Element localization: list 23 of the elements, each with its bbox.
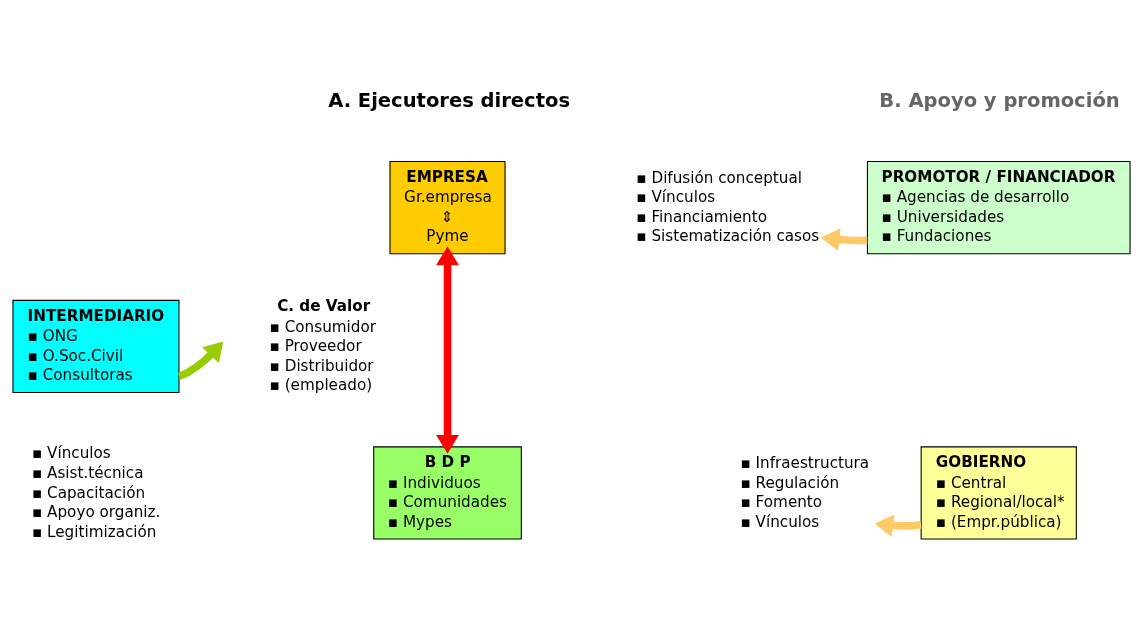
label: ▪ Proveedor [269,336,362,355]
node-box: PROMOTOR / FINANCIADOR ▪ Agencias de desarrollo ▪ Universidades ▪ Fundaciones [866,160,1131,254]
node-label: ▪ Capacitación [31,483,146,502]
label: ▪ (empleado) [269,375,373,394]
label: B. Apoyo y promoción [879,88,1120,112]
arrow [874,513,922,537]
node-box: GOBIERNO ▪ Central ▪ Regional/local* ▪ (Empr.pública) [920,445,1077,540]
arrow [177,341,224,380]
label: ▪ Distribuidor [269,356,374,375]
arrow [820,227,868,251]
label: C. de Valor [277,296,371,315]
node-label: ▪ Apoyo organiz. [31,502,161,521]
node-text: ▪ Infraestructura ▪ Regulación ▪ Fomento ▪ Vínculos [740,453,870,531]
arrow [436,246,459,454]
node-text: ▪ Difusión conceptual ▪ Vínculos ▪ Financiamiento ▪ Sistematización casos [636,168,820,245]
node-label: ▪ Asist.técnica [31,463,144,482]
node-box: B D P ▪ Individuos ▪ Comunidades ▪ Mypes [373,445,522,540]
label: ▪ Consumidor [269,316,376,335]
node-label: ▪ Vínculos [31,443,111,462]
node-box: EMPRESA Gr.empresa ⇕ Pyme [389,160,506,254]
node-label: ▪ Legitimización [31,522,157,541]
node-box: INTERMEDIARIO ▪ ONG ▪ O.Soc.Civil ▪ Consultoras [12,299,180,393]
label: A. Ejecutores directos [328,88,571,112]
